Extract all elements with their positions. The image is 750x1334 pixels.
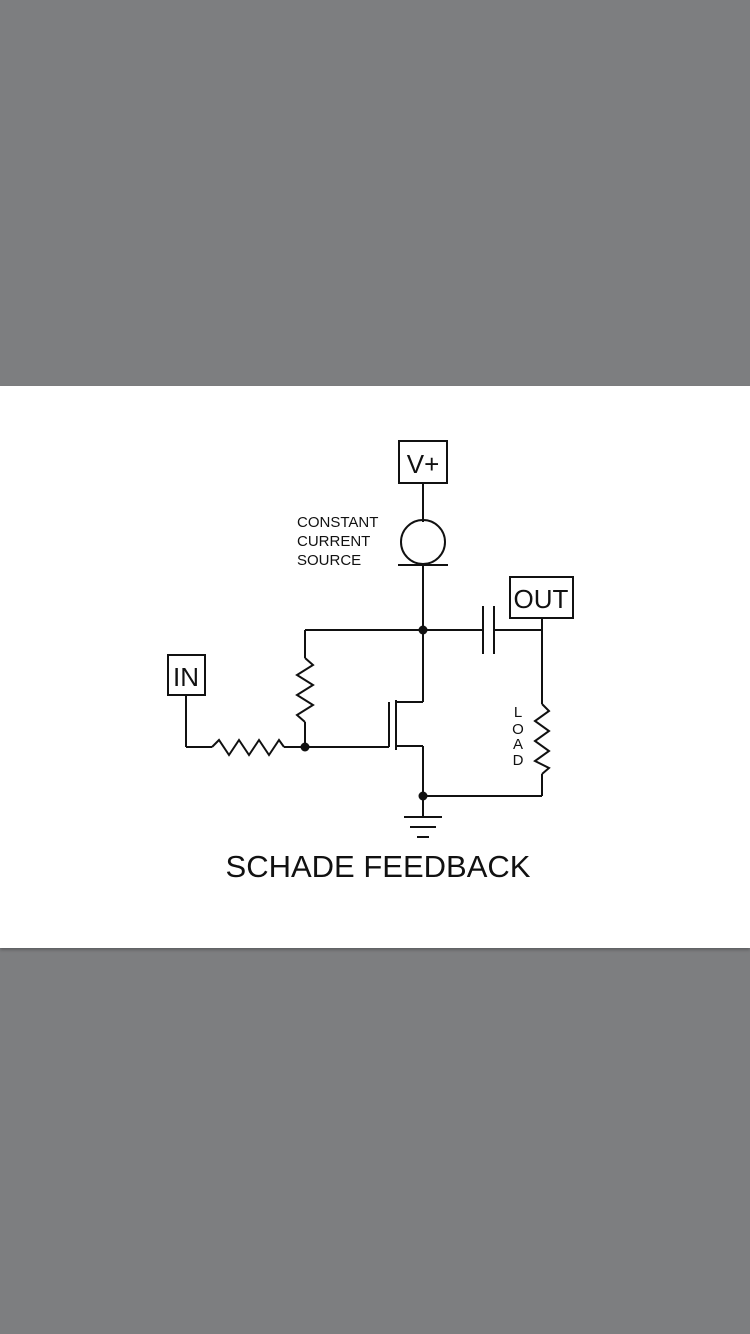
source-label-line1: CONSTANT <box>297 514 378 531</box>
ground-symbol <box>404 816 442 838</box>
input-resistor <box>211 738 285 757</box>
current-source-label: CONSTANT CURRENT SOURCE <box>297 514 378 569</box>
load-letter-a: A <box>513 736 523 753</box>
feedback-resistor <box>295 657 315 723</box>
load-letter-l: L <box>514 704 522 721</box>
input-terminal: IN <box>167 654 206 696</box>
load-label: L O A D <box>512 704 524 769</box>
schade-feedback-schematic: V+ CONSTANT CURRENT SOURCE <box>167 440 574 884</box>
vplus-terminal: V+ <box>398 440 448 484</box>
diagram-title: SCHADE FEEDBACK <box>226 849 531 884</box>
load-resistor <box>533 703 551 775</box>
vplus-label: V+ <box>407 449 440 479</box>
coupling-capacitor <box>482 606 495 654</box>
load-letter-d: D <box>513 752 524 769</box>
current-source-symbol <box>398 519 448 566</box>
input-label: IN <box>173 662 199 692</box>
output-terminal: OUT <box>509 576 574 619</box>
output-label: OUT <box>514 584 569 614</box>
source-label-line3: SOURCE <box>297 552 361 569</box>
schematic-image[interactable]: V+ CONSTANT CURRENT SOURCE <box>0 386 750 948</box>
source-label-line2: CURRENT <box>297 533 370 550</box>
mosfet-symbol <box>388 630 424 796</box>
load-letter-o: O <box>512 721 524 738</box>
